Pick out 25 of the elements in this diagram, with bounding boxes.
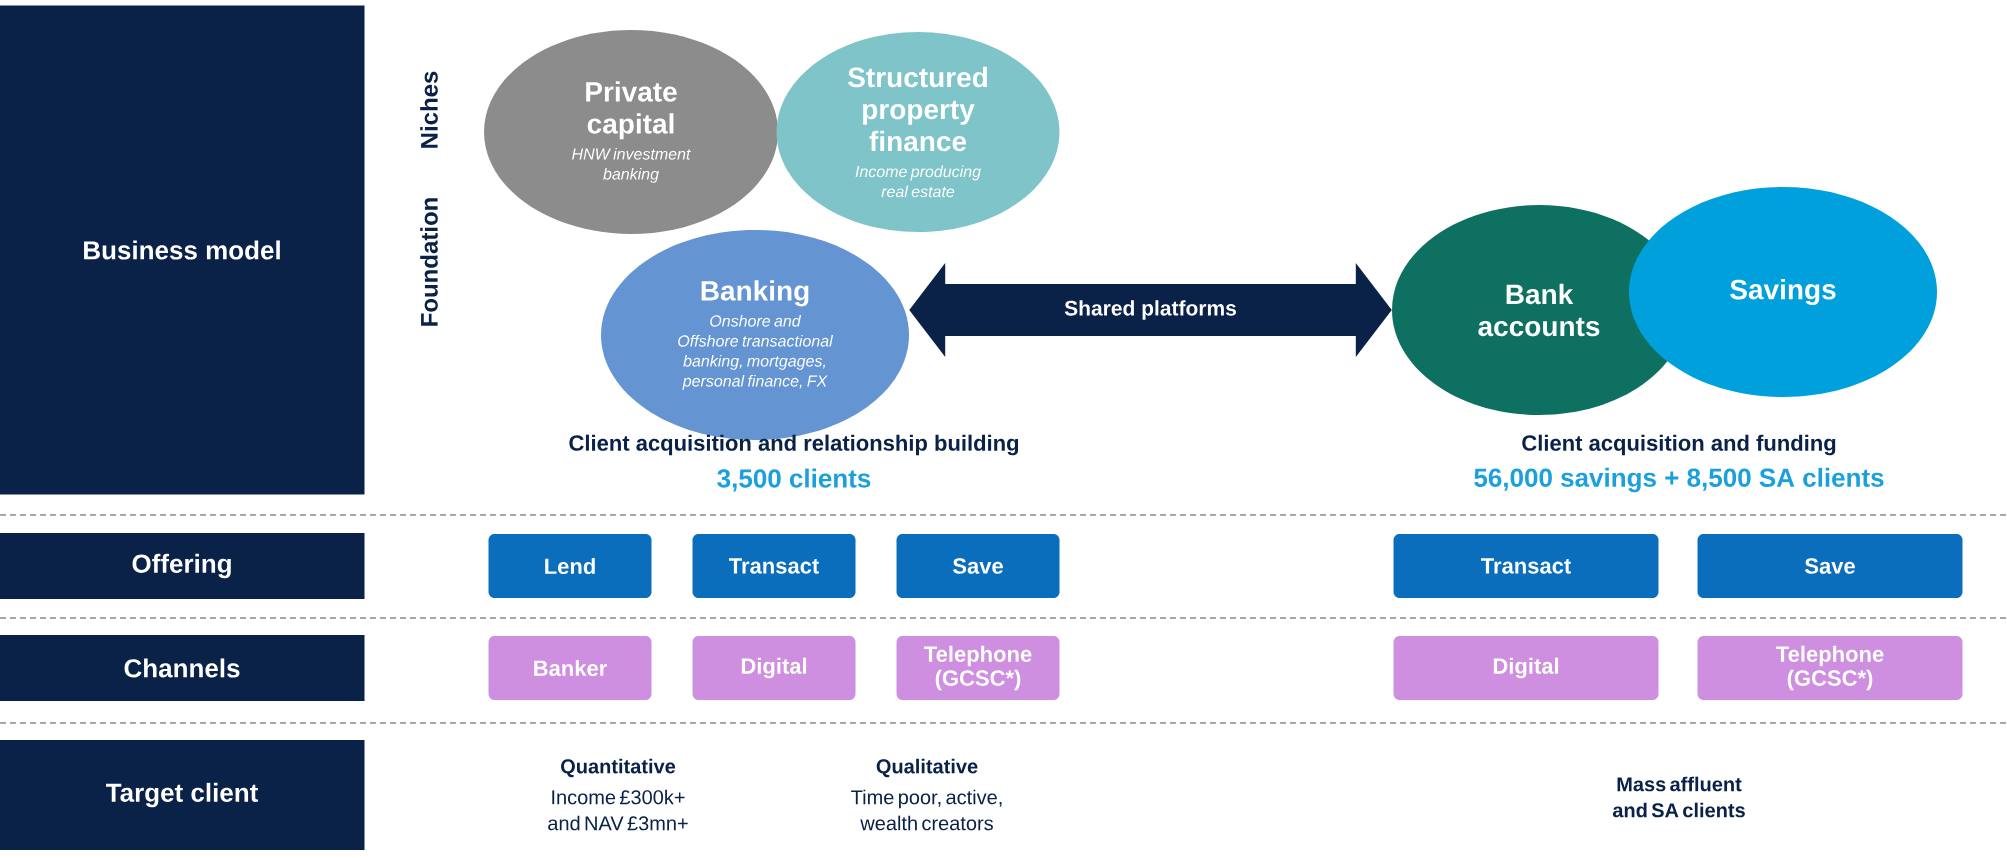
row-header-box: Business model — [0, 5, 365, 495]
section-label: Niches — [420, 71, 438, 148]
section-label: Foundation — [420, 198, 438, 326]
criteria-heading: Qualitative — [876, 758, 978, 778]
criteria-heading: Quantitative — [561, 758, 676, 778]
channel-box: Telephone (GCSC*) — [896, 636, 1060, 700]
row-header-box: Target client — [0, 740, 365, 850]
criteria-text: Mass affluent and SA clients — [1612, 776, 1745, 818]
criteria-text: Income £300k+ and NAV £3mn+ — [548, 789, 688, 831]
edge-label: Shared platforms — [1061, 297, 1240, 323]
row-header-box: Channels — [0, 635, 365, 701]
offering-box: Save — [1697, 534, 1963, 598]
client-count: 3,500 clients — [717, 468, 871, 492]
row-header-box: Offering — [0, 533, 365, 599]
channel-box: Digital — [1393, 636, 1659, 700]
channel-box: Digital — [692, 636, 856, 700]
offering-box: Transact — [1393, 534, 1659, 598]
client-count: 56,000 savings + 8,500 SA clients — [1474, 467, 1884, 493]
offering-box: Lend — [488, 534, 652, 598]
offering-box: Transact — [692, 534, 856, 598]
offering-box: Save — [896, 534, 1060, 598]
criteria-text: Time poor, active, wealth creators — [851, 789, 1002, 831]
channel-box: Banker — [488, 636, 652, 700]
channel-box: Telephone (GCSC*) — [1697, 636, 1963, 700]
heading: Client acquisition and funding — [1522, 434, 1836, 456]
